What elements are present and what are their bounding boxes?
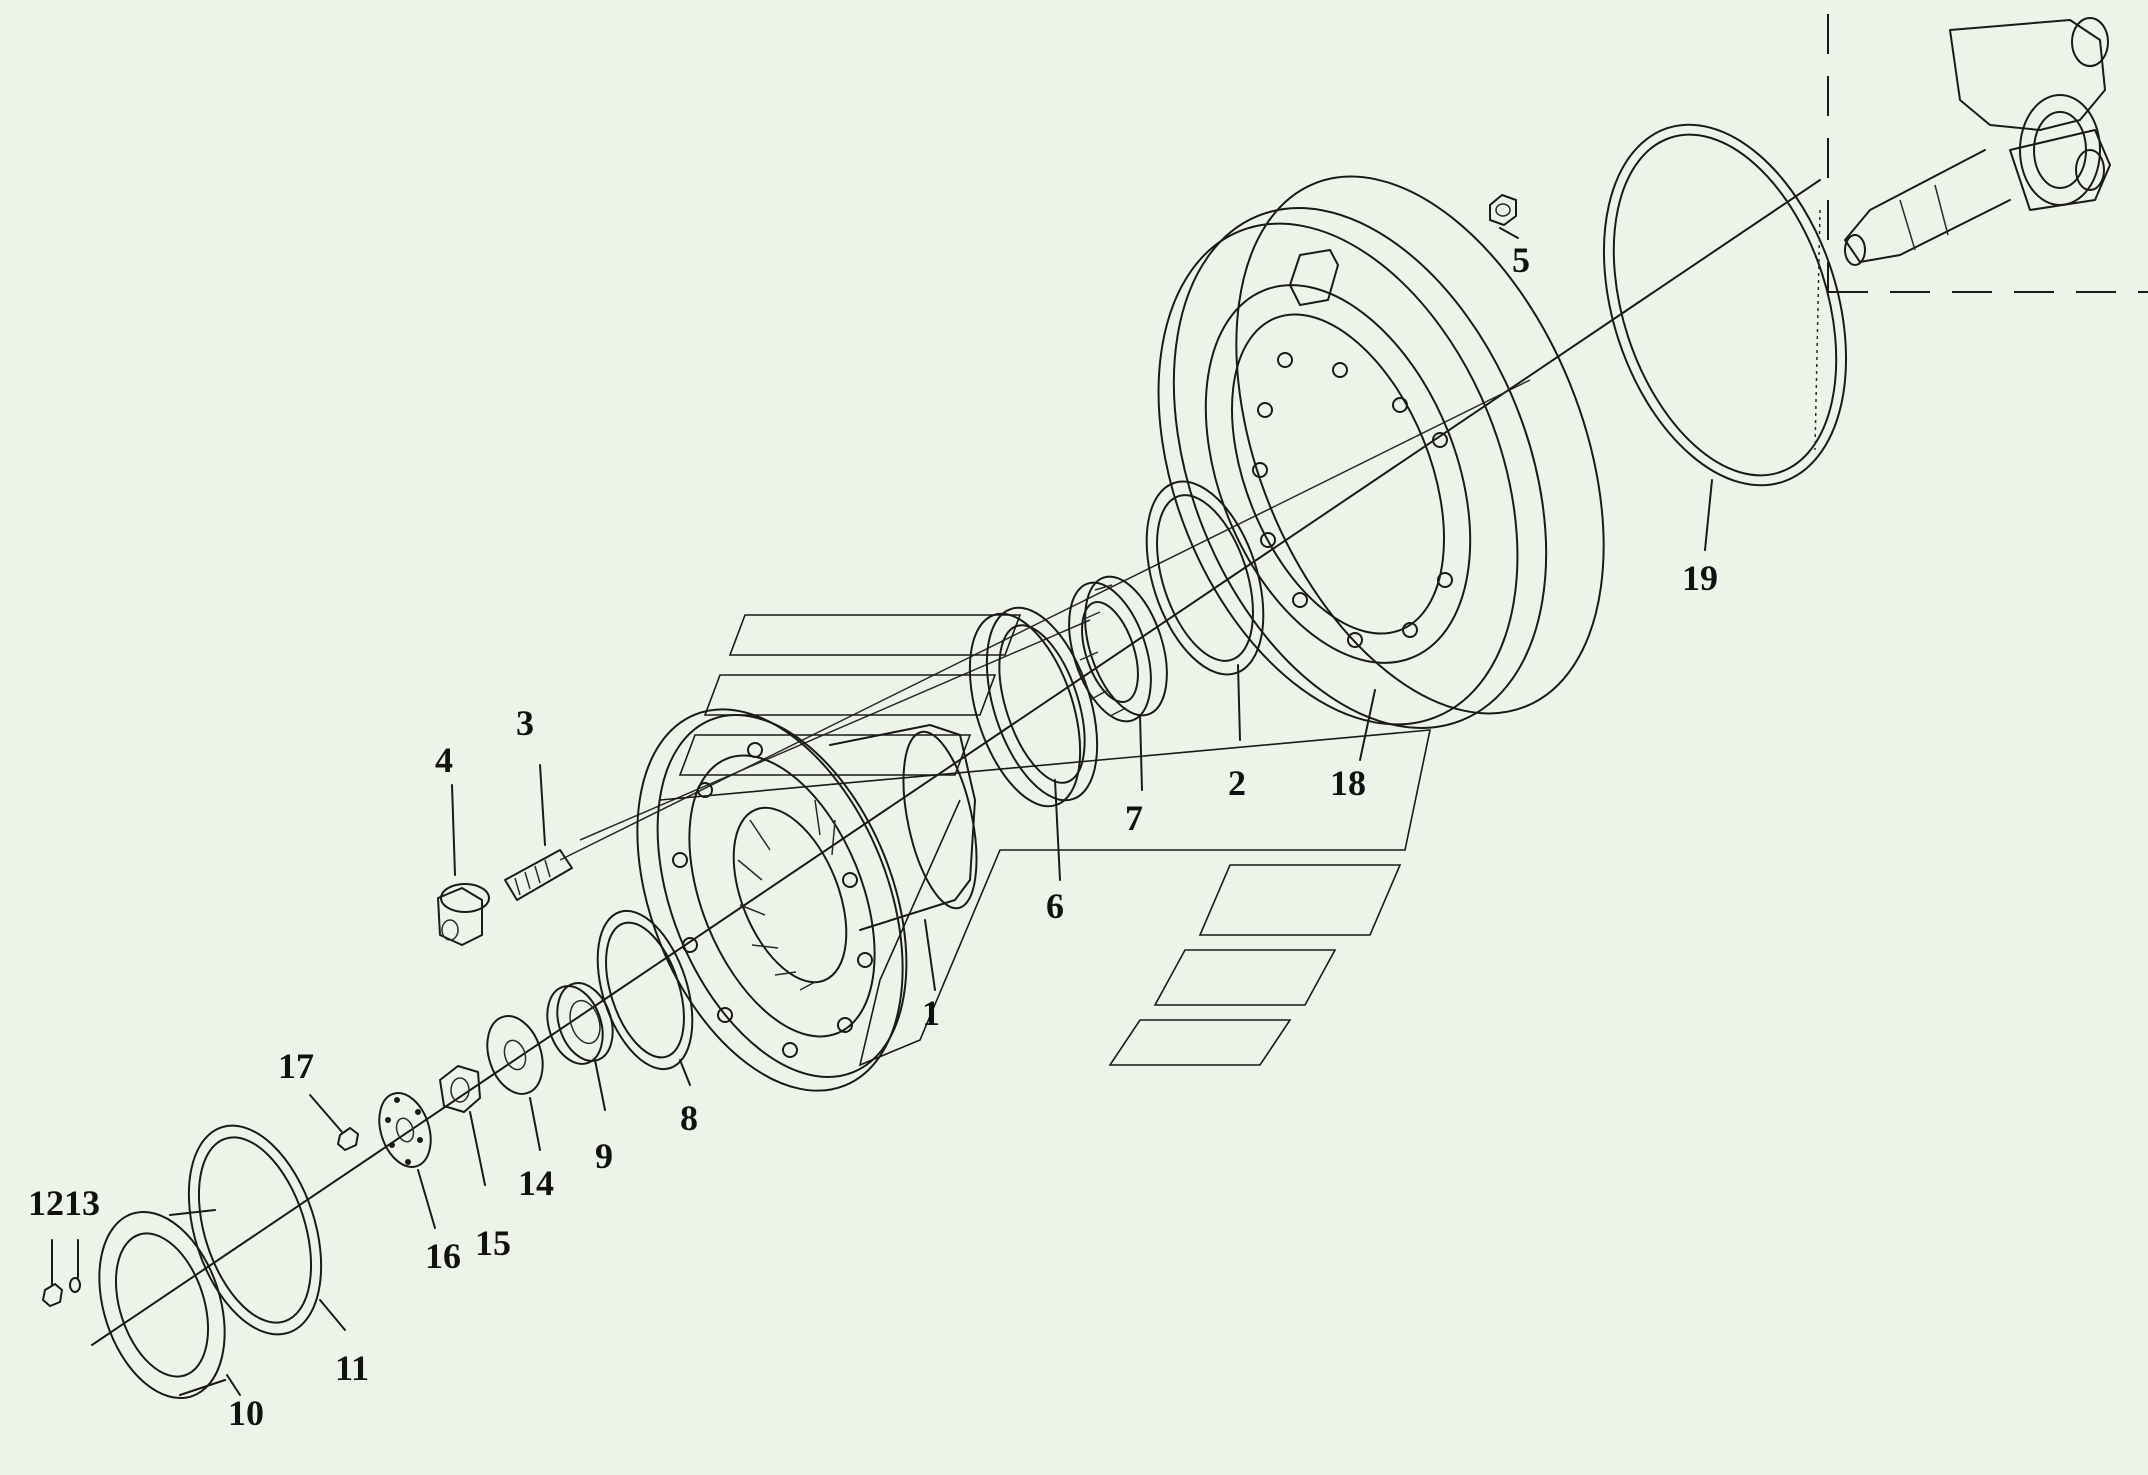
callout-labels: 1 2 3 4 5 6 7 8 9 10 11 1213 14 15 16 17… <box>28 240 1718 1433</box>
callout-10: 10 <box>228 1393 264 1433</box>
callout-9: 9 <box>595 1136 613 1176</box>
callout-5: 5 <box>1512 240 1530 280</box>
part-10-hub-cap <box>98 1209 226 1400</box>
assembly-axis-lines <box>91 179 1821 1346</box>
part-16-lock-plate <box>378 1092 432 1168</box>
callout-18: 18 <box>1330 763 1366 803</box>
callout-15: 15 <box>475 1223 511 1263</box>
callout-4: 4 <box>435 740 453 780</box>
callout-1213: 1213 <box>28 1183 100 1223</box>
callout-11: 11 <box>335 1348 369 1388</box>
part-2-bearing-race <box>1145 480 1265 676</box>
callout-3: 3 <box>516 703 534 743</box>
callout-19: 19 <box>1682 558 1718 598</box>
part-14-washer <box>486 1015 544 1095</box>
part-19-seal-ring <box>1602 123 1848 487</box>
part-5-nut <box>1489 194 1517 226</box>
callout-14: 14 <box>518 1163 554 1203</box>
callout-6: 6 <box>1046 886 1064 926</box>
part-1-wheel-hub <box>636 708 978 1092</box>
steering-knuckle <box>1844 17 2111 266</box>
callout-16: 16 <box>425 1236 461 1276</box>
watermark-logo <box>659 614 1432 1067</box>
callout-8: 8 <box>680 1098 698 1138</box>
part-18-brake-drum <box>1157 175 1605 729</box>
callout-7: 7 <box>1125 798 1143 838</box>
callout-17: 17 <box>278 1046 314 1086</box>
part-9-bearing <box>546 982 614 1065</box>
callout-1: 1 <box>922 993 940 1033</box>
knuckle-dashed-frame <box>1827 14 2148 293</box>
part-15-nut <box>439 1065 481 1113</box>
part-17-screw <box>337 1127 359 1151</box>
part-12-13-bolt-washer <box>42 1277 81 1307</box>
leader-lines <box>51 227 1713 1396</box>
callout-2: 2 <box>1228 763 1246 803</box>
part-6-bearing-cup <box>968 606 1099 808</box>
part-11-gasket <box>187 1124 323 1336</box>
part-7-roller-bearing <box>1068 575 1168 723</box>
part-4-wheel-nut <box>437 883 490 946</box>
part-3-stud <box>504 849 573 901</box>
